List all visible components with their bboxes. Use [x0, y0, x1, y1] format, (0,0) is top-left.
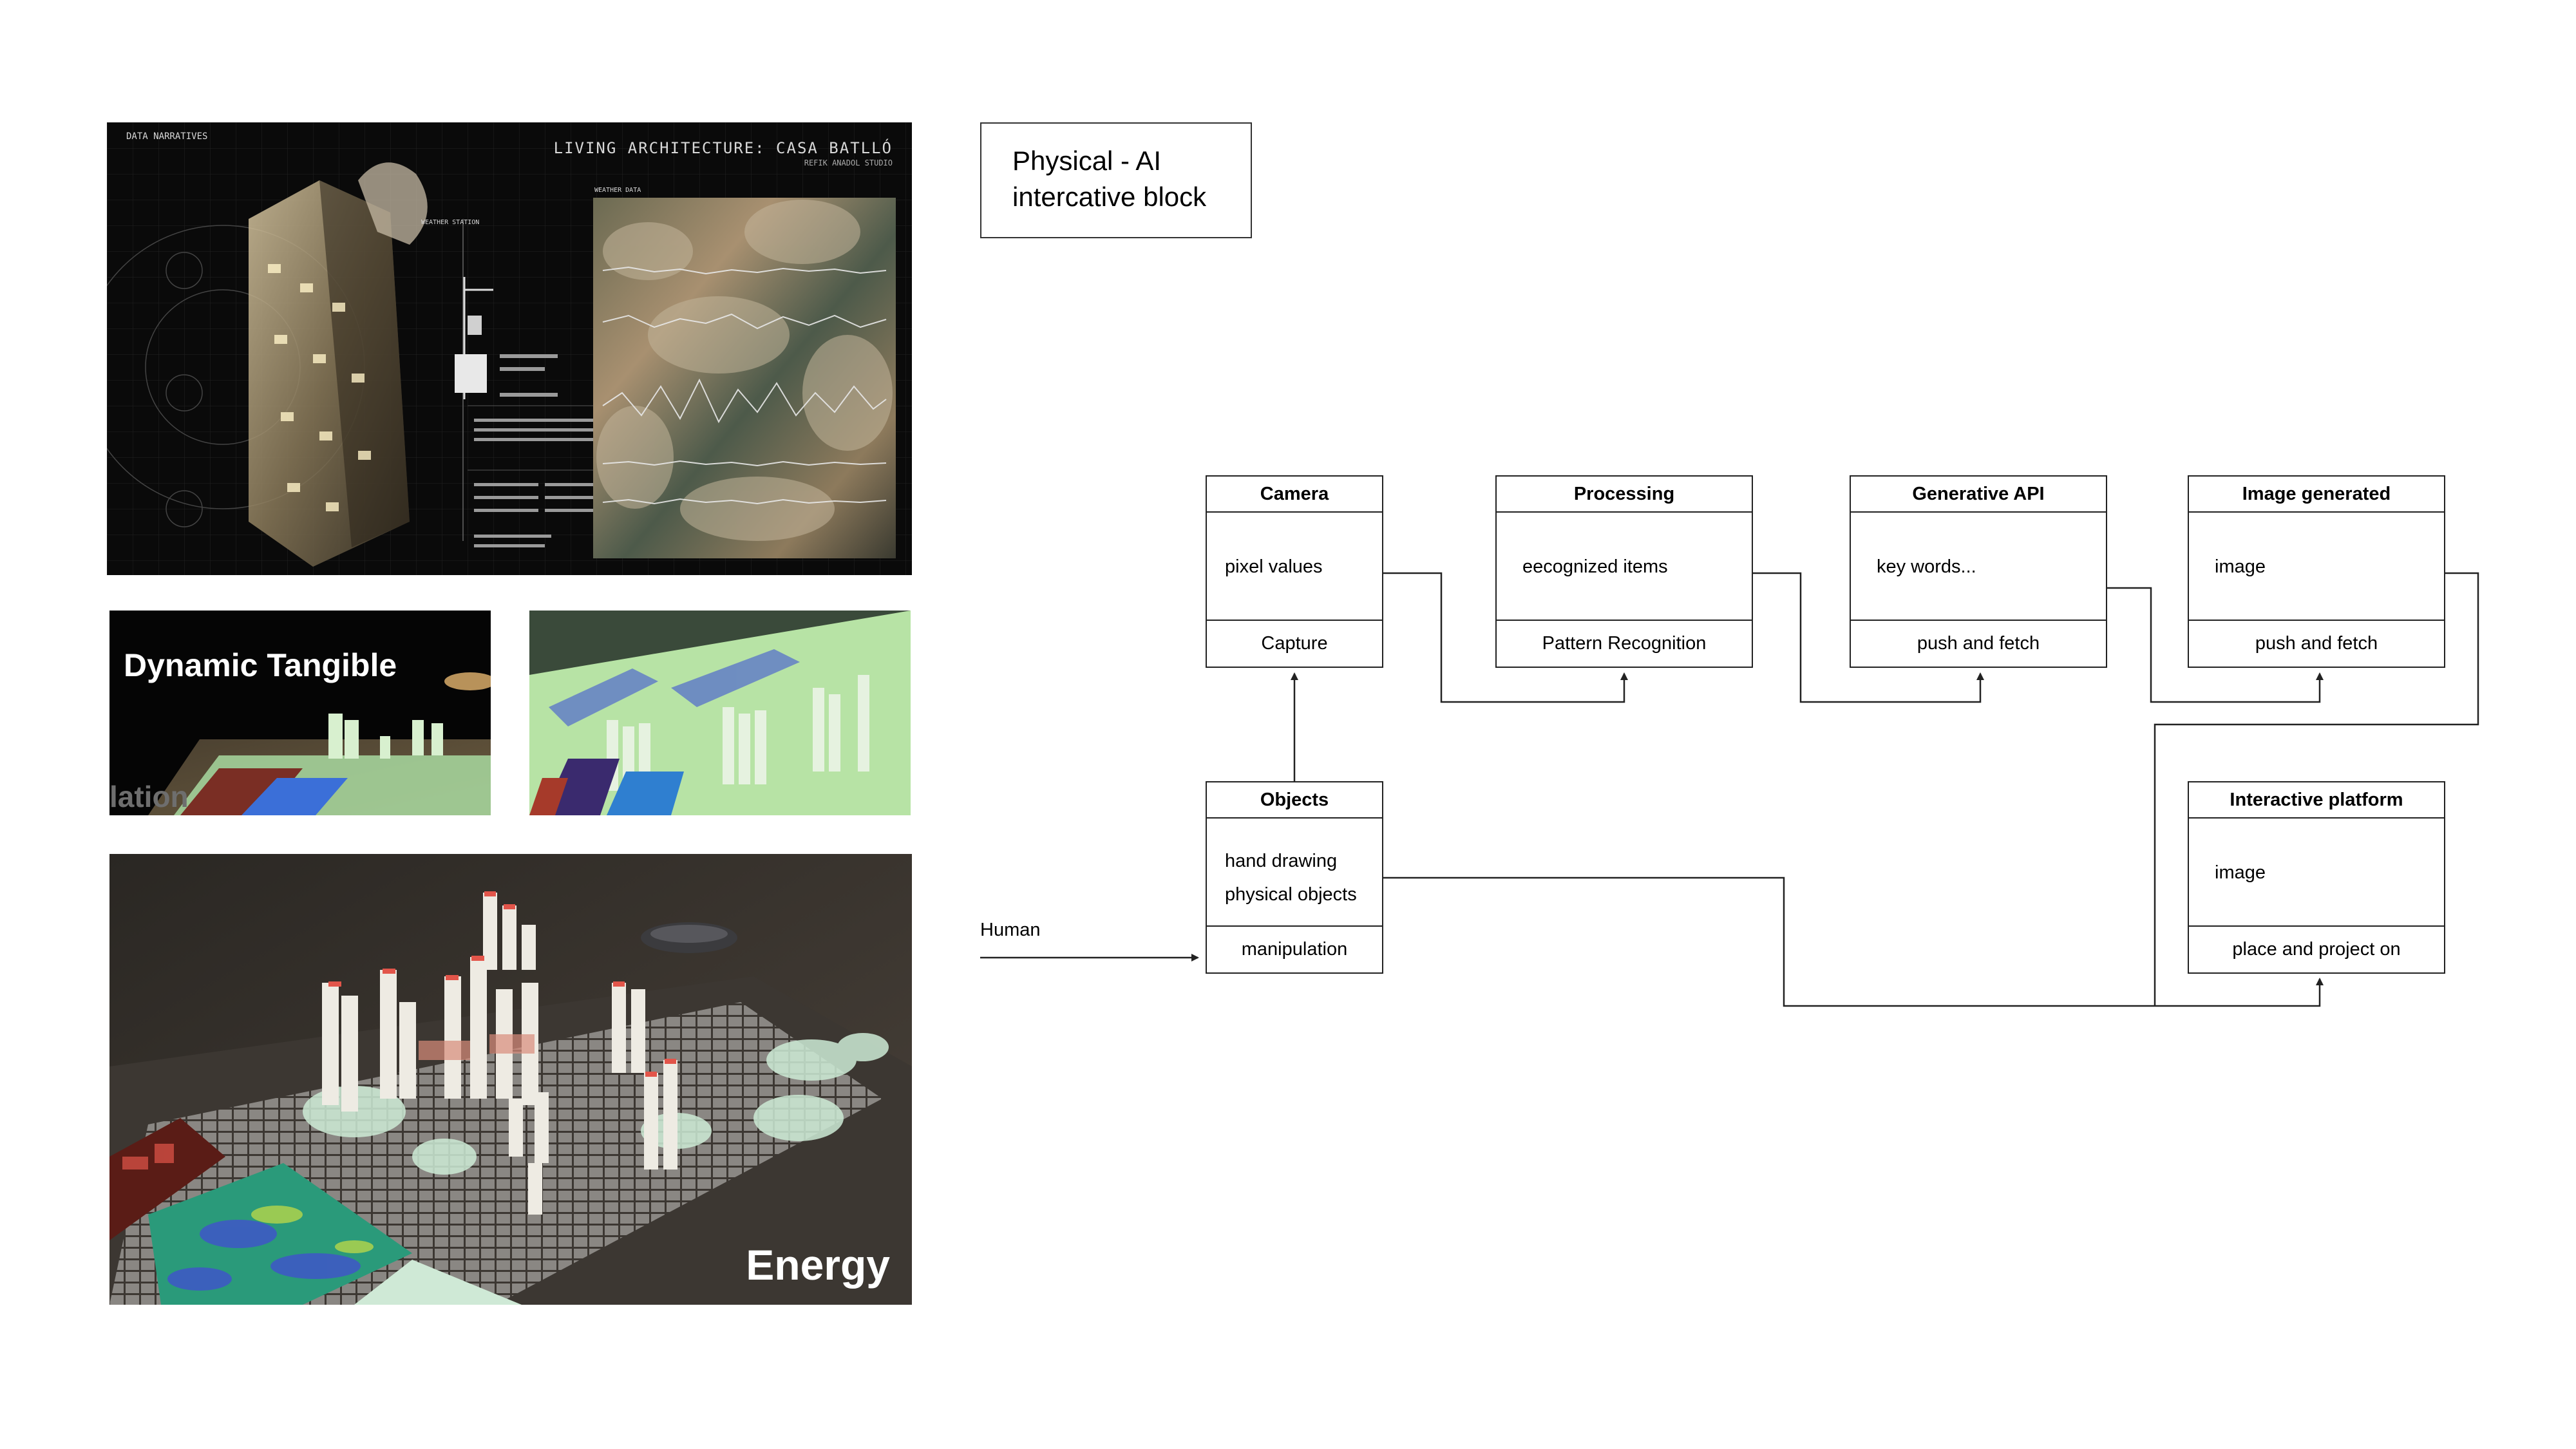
node-objects-footer: manipulation: [1241, 939, 1348, 960]
node-objects-header: Objects: [1207, 782, 1382, 819]
node-generative-body-line: key words...: [1877, 556, 1976, 577]
node-camera-body-line: pixel values: [1225, 556, 1323, 577]
node-objects-body-line-1: hand drawing: [1225, 851, 1338, 871]
node-camera-header: Camera: [1207, 477, 1382, 513]
poster-studio: REFIK ANADOL STUDIO: [804, 158, 893, 167]
node-generative-header: Generative API: [1851, 477, 2106, 513]
poster-section-weather-station: WEATHER STATION: [421, 219, 480, 226]
note-line-2: intercative block: [1012, 182, 1207, 212]
node-objects: Objects hand drawing physical objects ma…: [1206, 781, 1383, 974]
tangible-title: Dynamic Tangible: [124, 647, 397, 683]
node-camera-footer: Capture: [1261, 633, 1328, 654]
poster-title: LIVING ARCHITECTURE: CASA BATLLÓ: [553, 139, 893, 157]
node-processing-body-line: eecognized items: [1522, 556, 1668, 577]
node-generative-body: key words...: [1851, 513, 2106, 621]
tangible-artwork: [148, 672, 491, 815]
energy-artwork: [109, 854, 912, 1305]
node-image-generated: Image generated image push and fetch: [2188, 475, 2445, 668]
node-image-body: image: [2189, 513, 2444, 621]
pin-table-artwork: [529, 611, 911, 815]
tangible-caption-fragment: lation: [109, 780, 189, 813]
human-label: Human: [980, 920, 1041, 940]
casa-batllo-poster: DATA NARRATIVES LIVING ARCHITECTURE: CAS…: [107, 122, 912, 575]
node-platform-footer: place and project on: [2232, 939, 2401, 960]
energy-title: Energy: [746, 1241, 890, 1289]
node-image-footer: push and fetch: [2255, 633, 2378, 654]
node-generative-footer: push and fetch: [1917, 633, 2040, 654]
node-platform-body: image: [2189, 819, 2444, 927]
poster-artwork: [107, 122, 912, 575]
physical-ai-note: Physical - AI intercative block: [980, 122, 1252, 238]
node-processing-body: eecognized items: [1497, 513, 1752, 621]
edge-objects-platform: [1383, 876, 2324, 1007]
poster-header-left: DATA NARRATIVES: [126, 131, 208, 142]
node-image-header: Image generated: [2189, 477, 2444, 513]
poster-section-weather-data: WEATHER DATA: [594, 187, 641, 194]
node-processing: Processing eecognized items Pattern Reco…: [1495, 475, 1753, 668]
node-objects-body-line-2: physical objects: [1225, 884, 1357, 905]
node-processing-header: Processing: [1497, 477, 1752, 513]
node-generative-api: Generative API key words... push and fet…: [1850, 475, 2107, 668]
note-line-1: Physical - AI: [1012, 146, 1162, 176]
energy-photo: Energy: [109, 854, 912, 1305]
node-image-body-line: image: [2215, 556, 2266, 577]
node-processing-footer: Pattern Recognition: [1542, 633, 1707, 654]
node-camera: Camera pixel values Capture: [1206, 475, 1383, 668]
node-platform-header: Interactive platform: [2189, 782, 2444, 819]
node-interactive-platform: Interactive platform image place and pro…: [2188, 781, 2445, 974]
node-objects-body: hand drawing physical objects: [1207, 819, 1382, 927]
pin-table-photo: [529, 611, 911, 815]
node-camera-body: pixel values: [1207, 513, 1382, 621]
dynamic-tangible-photo: Dynamic Tangible lation: [109, 611, 491, 815]
node-platform-body-line: image: [2215, 862, 2266, 883]
